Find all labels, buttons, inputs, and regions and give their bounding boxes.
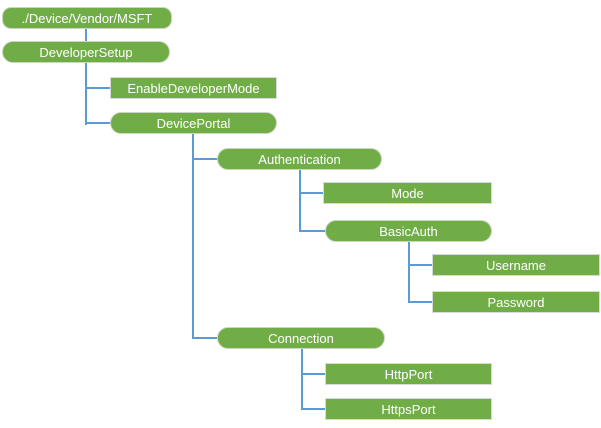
connector-developersetup-trunk — [85, 63, 87, 125]
node-connection: Connection — [217, 327, 385, 349]
connector-basicauth-trunk — [408, 242, 410, 303]
connector-to-password — [409, 301, 433, 303]
connector-to-authentication — [193, 158, 218, 160]
node-mode: Mode — [323, 182, 492, 204]
node-username: Username — [432, 254, 600, 276]
connector-to-username — [409, 264, 433, 266]
connector-to-httpport — [302, 373, 326, 375]
connector-root-to-developersetup — [85, 29, 87, 42]
connector-deviceportal-trunk — [192, 134, 194, 339]
node-httpport: HttpPort — [325, 363, 492, 385]
connector-to-connection — [193, 337, 218, 339]
connector-to-mode — [300, 192, 324, 194]
connector-authentication-trunk — [299, 170, 301, 232]
node-basicauth: BasicAuth — [325, 220, 492, 242]
connector-connection-trunk — [301, 349, 303, 410]
node-authentication: Authentication — [217, 148, 382, 170]
connector-to-basicauth — [300, 230, 326, 232]
node-device-vendor-msft: ./Device/Vendor/MSFT — [2, 7, 172, 29]
node-httpsport: HttpsPort — [325, 398, 492, 420]
node-enabledevelopermode: EnableDeveloperMode — [110, 77, 277, 99]
node-password: Password — [432, 291, 600, 313]
connector-to-enabledevelopermode — [86, 87, 111, 89]
connector-to-httpsport — [302, 408, 326, 410]
node-developersetup: DeveloperSetup — [2, 41, 170, 63]
node-deviceportal: DevicePortal — [110, 112, 277, 134]
connector-to-deviceportal — [86, 122, 111, 124]
